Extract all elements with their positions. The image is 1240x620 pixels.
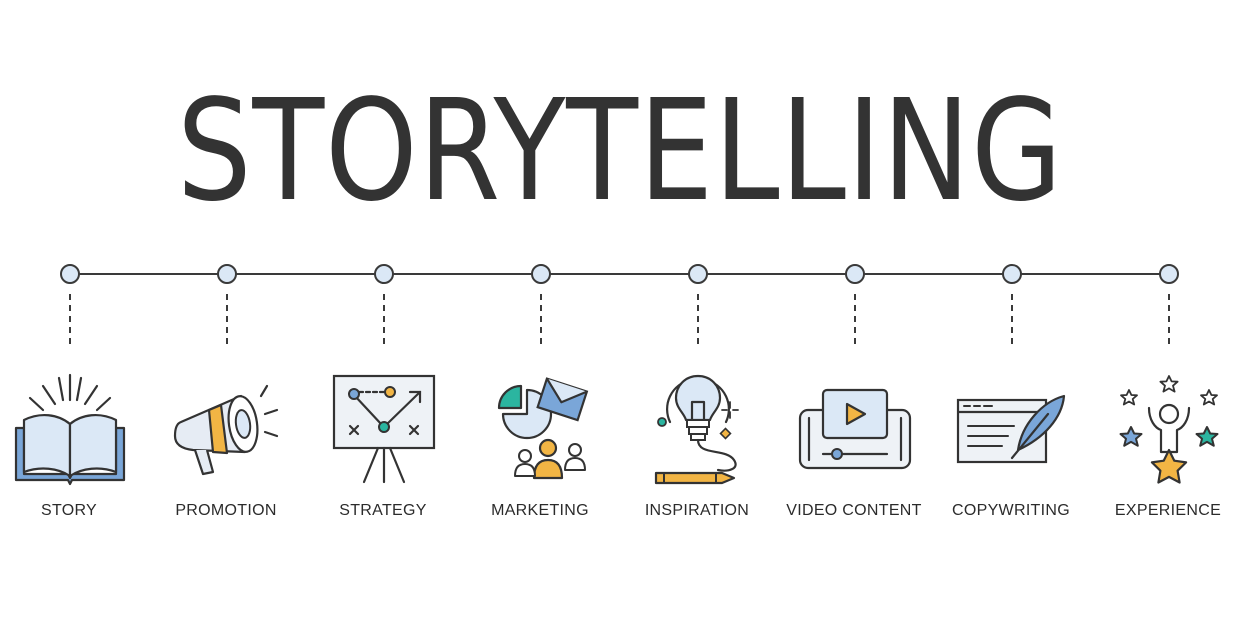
step-label-video-content: VIDEO CONTENT	[786, 502, 922, 519]
timeline-node-promotion	[217, 264, 237, 284]
connector-promotion	[226, 294, 228, 344]
connector-marketing	[540, 294, 542, 344]
step-label-copywriting: COPYWRITING	[952, 502, 1070, 519]
connector-strategy	[383, 294, 385, 344]
timeline-node-copywriting	[1002, 264, 1022, 284]
connector-video-content	[854, 294, 856, 344]
lightbulb-pencil-icon	[638, 370, 758, 490]
step-label-story: STORY	[40, 502, 98, 519]
strategy-board-icon	[324, 370, 444, 490]
timeline-node-inspiration	[688, 264, 708, 284]
video-player-icon	[795, 370, 915, 490]
step-label-strategy: STRATEGY	[339, 502, 427, 519]
timeline-node-strategy	[374, 264, 394, 284]
step-label-inspiration: INSPIRATION	[644, 502, 750, 519]
timeline-node-experience	[1159, 264, 1179, 284]
person-stars-icon	[1109, 370, 1229, 490]
timeline-line	[70, 273, 1169, 275]
megaphone-icon	[167, 370, 287, 490]
marketing-icon	[481, 370, 601, 490]
quill-page-icon	[952, 370, 1072, 490]
connector-story	[69, 294, 71, 344]
page-title: STORYTELLING	[176, 70, 1064, 233]
open-book-icon	[10, 370, 130, 490]
step-label-marketing: MARKETING	[491, 502, 589, 519]
connector-inspiration	[697, 294, 699, 344]
step-label-experience: EXPERIENCE	[1114, 502, 1222, 519]
connector-copywriting	[1011, 294, 1013, 344]
step-label-promotion: PROMOTION	[175, 502, 277, 519]
timeline-node-story	[60, 264, 80, 284]
timeline-node-marketing	[531, 264, 551, 284]
timeline-node-video-content	[845, 264, 865, 284]
connector-experience	[1168, 294, 1170, 344]
